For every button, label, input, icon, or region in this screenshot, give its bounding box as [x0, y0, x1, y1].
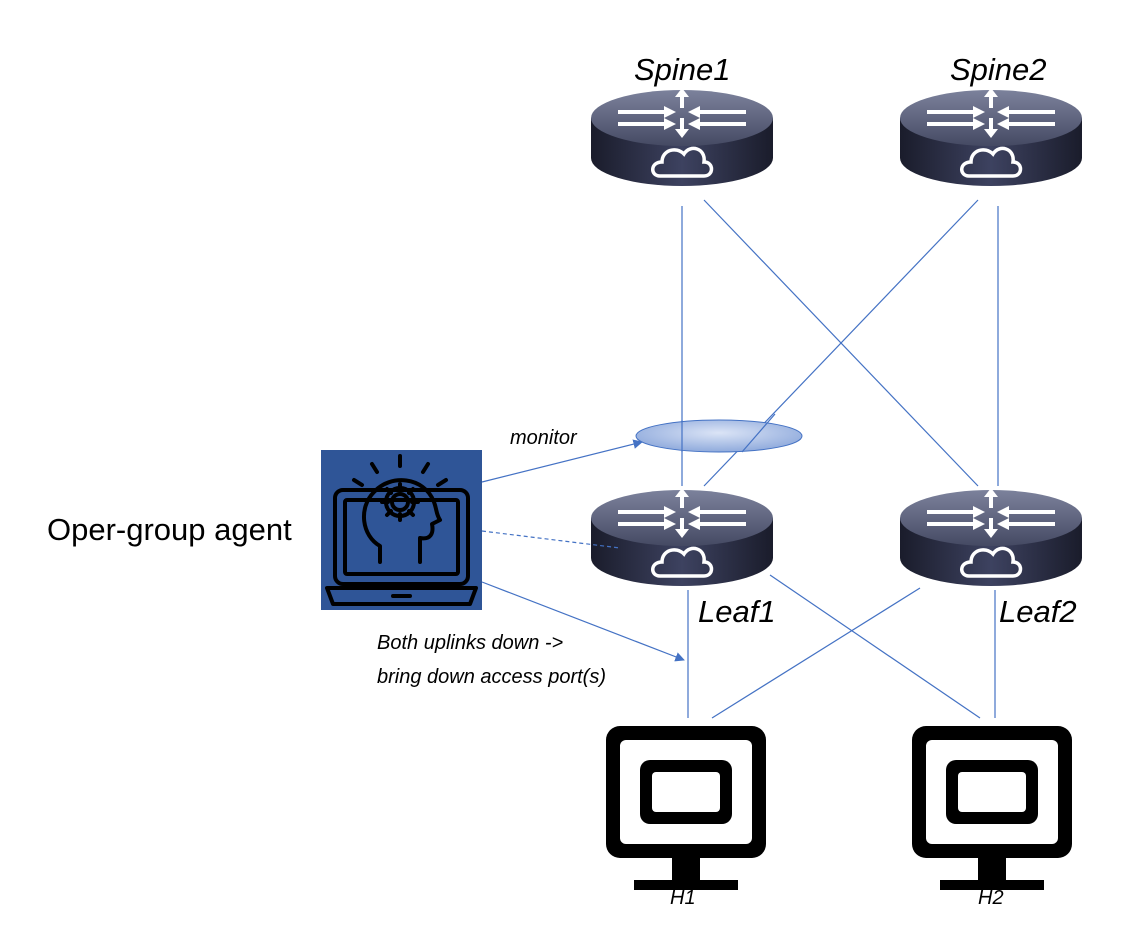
monitor-arrow [481, 439, 643, 483]
action-annotation-line1: Both uplinks down -> [377, 632, 564, 654]
spine1-router-icon [589, 86, 775, 188]
agent-leaf1-dashed-link [481, 530, 621, 549]
action-arrow [481, 581, 685, 662]
link-leaf1-h2 [769, 574, 981, 719]
leaf2-router-icon [898, 486, 1084, 588]
links [681, 199, 999, 719]
spine2-router-icon [898, 86, 1084, 188]
spine2-label: Spine2 [950, 52, 1047, 87]
monitor-annotation: monitor [510, 427, 577, 449]
h1-monitor-icon [606, 726, 766, 890]
agent-label: Oper-group agent [47, 512, 292, 547]
ai-laptop-gear-head-icon [321, 450, 482, 610]
link-spine2-leaf1-overlay [741, 413, 776, 453]
agent-links [481, 439, 685, 662]
h2-monitor-icon [912, 726, 1072, 890]
h2-label: H2 [978, 887, 1004, 909]
leaf1-router-icon [589, 486, 775, 588]
link-leaf2-h1 [711, 587, 921, 719]
leaf1-label: Leaf1 [698, 594, 776, 629]
h1-label: H1 [670, 887, 696, 909]
monitored-uplinks-ellipse [635, 419, 803, 453]
leaf2-label: Leaf2 [999, 594, 1077, 629]
action-annotation-line2: bring down access port(s) [377, 666, 606, 688]
spine1-label: Spine1 [634, 52, 731, 87]
